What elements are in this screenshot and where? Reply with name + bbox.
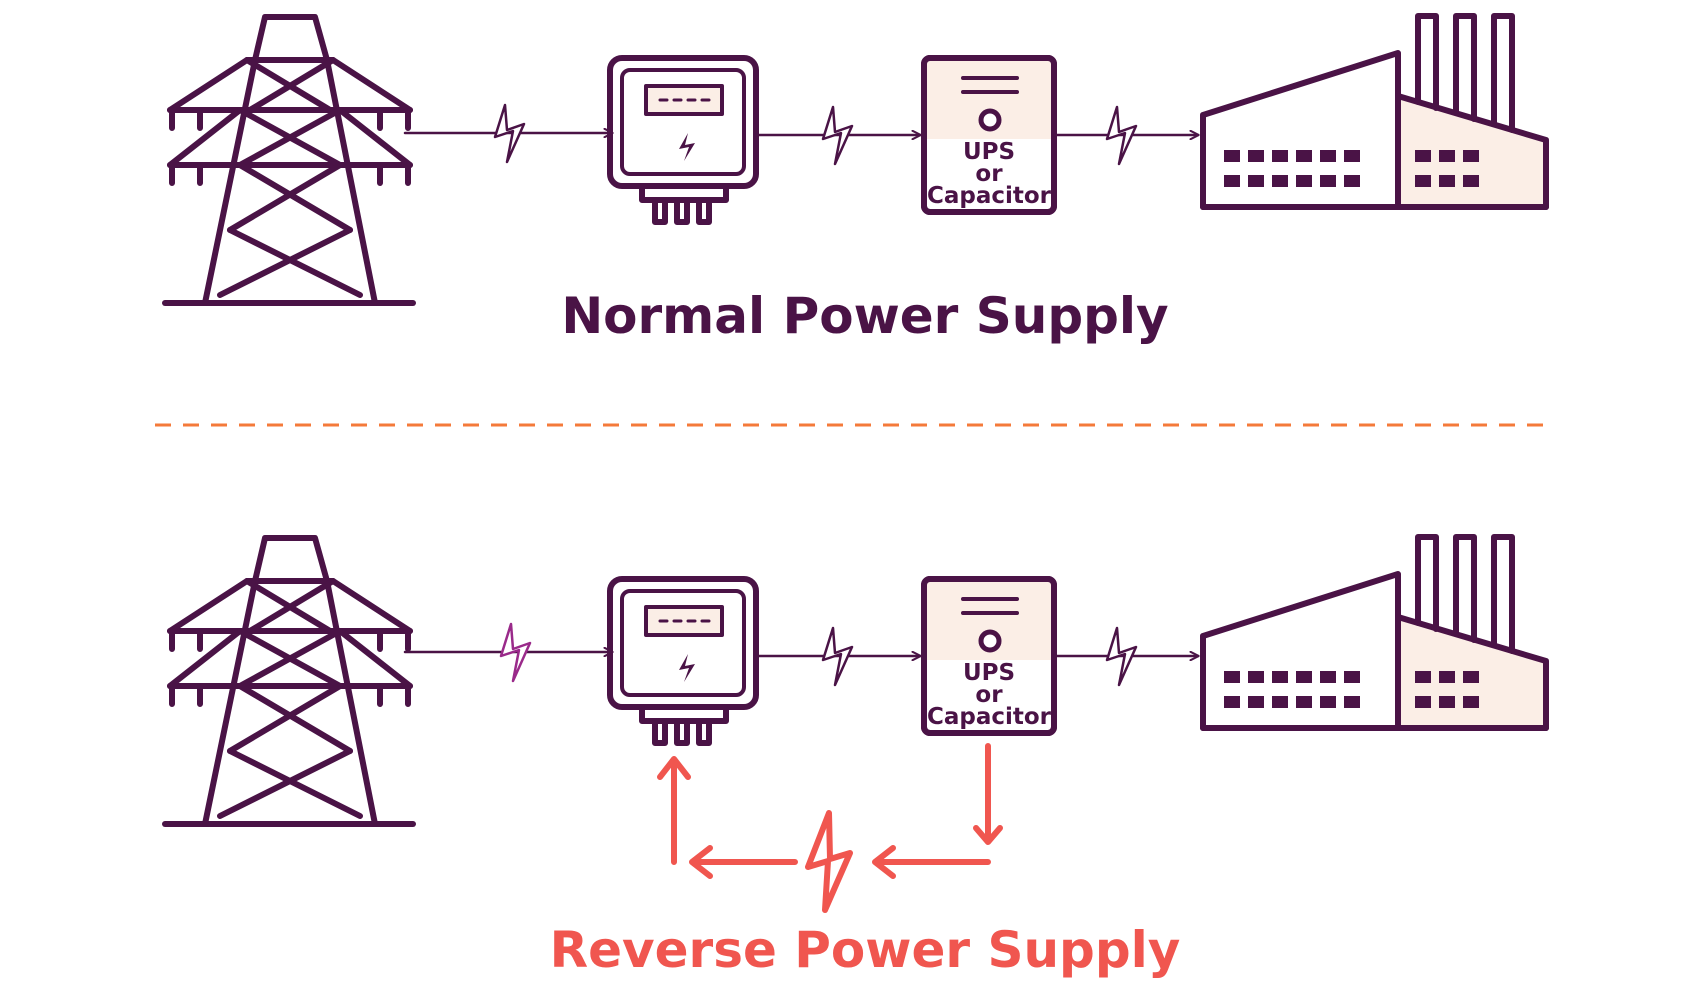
ups-label-line-1: UPS xyxy=(963,139,1015,165)
ups-label-line-1: UPS xyxy=(963,660,1015,686)
reverse-power-supply-section: UPS or Capacitor xyxy=(162,534,1549,827)
normal-power-supply-title: Normal Power Supply xyxy=(561,287,1168,345)
reverse-power-supply-title: Reverse Power Supply xyxy=(550,921,1181,979)
flow-connector-3 xyxy=(1052,626,1198,687)
ups-label-line-3: Capacitor xyxy=(927,183,1052,209)
flow-connector-1 xyxy=(403,103,612,164)
flow-connector-2 xyxy=(754,105,920,166)
ups-capacitor-icon: UPS or Capacitor xyxy=(921,55,1057,215)
lightning-bolt-icon xyxy=(821,105,854,166)
reverse-left-arrow-right xyxy=(872,845,991,879)
reverse-flow-path xyxy=(657,743,1003,913)
lightning-bolt-icon xyxy=(821,626,854,687)
ups-capacitor-icon: UPS or Capacitor xyxy=(921,576,1057,736)
lightning-bolt-icon xyxy=(493,103,526,164)
transmission-tower-icon xyxy=(162,14,416,306)
electric-meter-icon xyxy=(607,576,759,746)
ups-label-line-3: Capacitor xyxy=(927,704,1052,730)
flow-connector-1 xyxy=(403,622,612,683)
ups-label-line-2: or xyxy=(975,161,1003,187)
electric-meter-icon xyxy=(607,55,759,225)
flow-connector-3 xyxy=(1052,105,1198,166)
ups-label-line-2: or xyxy=(975,682,1003,708)
reverse-lightning-bolt-icon xyxy=(805,810,853,913)
factory-icon xyxy=(1200,534,1549,731)
reverse-down-arrow xyxy=(973,743,1003,845)
factory-icon xyxy=(1200,13,1549,210)
lightning-bolt-icon xyxy=(1105,626,1138,687)
lightning-bolt-icon xyxy=(499,622,532,683)
flow-connector-2 xyxy=(754,626,920,687)
transmission-tower-icon xyxy=(162,535,416,827)
lightning-bolt-icon xyxy=(1105,105,1138,166)
reverse-left-arrow-left xyxy=(689,845,798,879)
reverse-up-arrow xyxy=(657,756,691,865)
normal-power-supply-section: UPS or Capacitor Normal Po xyxy=(162,13,1549,345)
